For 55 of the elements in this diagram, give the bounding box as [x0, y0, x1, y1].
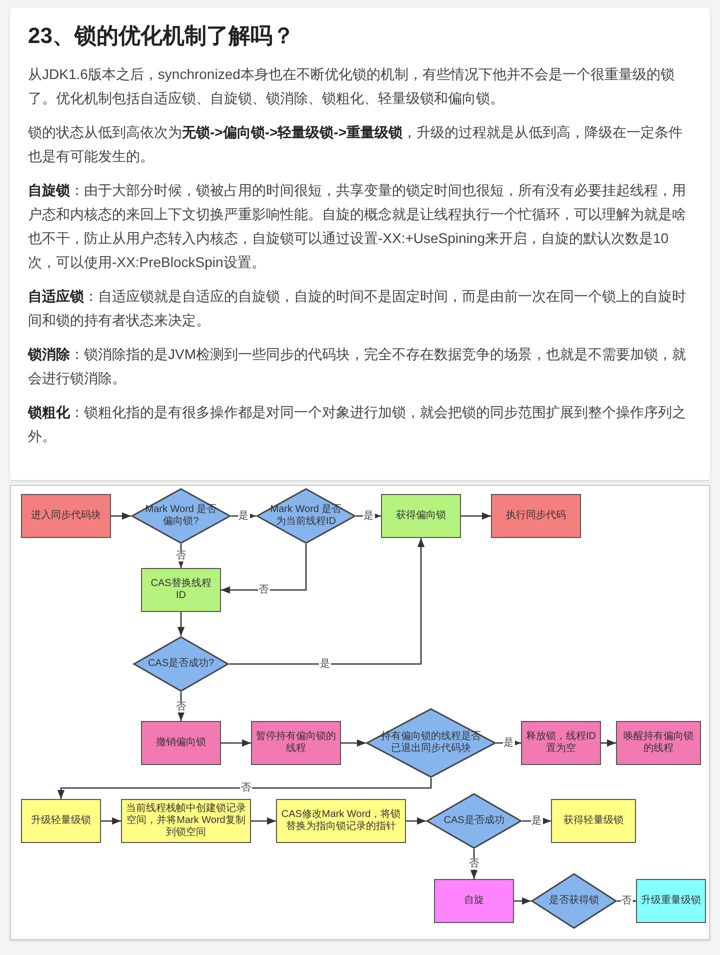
paragraph: 锁的状态从低到高依次为无锁->偏向锁->轻量级锁->重量级锁，升级的过程就是从低到高，降级在一定条件也是有可能发生的。 — [28, 123, 684, 166]
decision-diamond: CAS是否成功? — [133, 636, 229, 692]
edge-label: 否 — [258, 584, 270, 596]
paragraph: 锁粗化：锁粗化指的是有很多操作都是对同一个对象进行加锁，就会把锁的同步范围扩展到整个操作序列之外。 — [28, 403, 687, 446]
arrow — [231, 512, 256, 520]
decision-diamond: 是否获得锁 — [531, 873, 617, 929]
process-box: 获得轻量级锁 — [551, 799, 636, 843]
edge-label: 否 — [175, 550, 187, 562]
paragraph: 自适应锁：自适应锁就是自适应的自旋锁，自旋的时间不是固定时间，而是由前一次在同一个锁上的自旋时间和锁的持有者状态来决定。 — [28, 287, 687, 330]
process-box: CAS修改Mark Word，将锁替换为指向锁记录的指针 — [276, 799, 406, 843]
edge-label: 是 — [238, 510, 250, 522]
edge-label: 否 — [240, 782, 252, 794]
arrow — [496, 739, 521, 747]
decision-diamond: CAS是否成功 — [426, 793, 522, 849]
paragraph: 锁消除：锁消除指的是JVM检测到一些同步的代码块，完全不存在数据竞争的场景，也就是不需要加锁，就会进行锁消除。 — [28, 345, 687, 388]
process-box: 升级重量级锁 — [636, 879, 706, 923]
arrow — [514, 897, 531, 905]
edge-label: 是 — [319, 658, 331, 670]
process-box: CAS替换线程ID — [141, 568, 221, 612]
arrow — [221, 544, 307, 594]
arrow — [356, 512, 381, 520]
paragraph: 从JDK1.6版本之后，synchronized本身也在不断优化锁的机制，有些情况下他并不会是一个很重量级的锁了。优化机制包括自适应锁、自旋锁、锁消除、锁粗化、轻量级锁和偏向锁。 — [28, 65, 676, 108]
process-box: 唤醒持有偏向锁的线程 — [616, 721, 701, 765]
process-box: 执行同步代码 — [491, 494, 581, 538]
process-box: 暂停持有偏向锁的线程 — [251, 721, 341, 765]
arrow — [251, 817, 276, 825]
edge-label: 是 — [362, 510, 374, 522]
arrow — [229, 538, 425, 665]
decision-diamond: Mark Word 是否为当前线程ID — [256, 488, 356, 544]
decision-diamond: Mark Word 是否偏向锁? — [131, 488, 231, 544]
process-box: 自旋 — [434, 879, 514, 923]
edge-label: 是 — [530, 816, 542, 826]
arrow — [522, 817, 551, 825]
process-box: 释放锁，线程ID置为空 — [521, 721, 601, 765]
arrow — [57, 778, 432, 799]
edge-label: 否 — [620, 896, 632, 906]
process-box: 撤销偏向锁 — [141, 721, 221, 765]
decision-diamond: 持有偏向锁的线程是否已退出同步代码块 — [366, 708, 496, 778]
arrow — [101, 817, 121, 825]
edge-label: 是 — [502, 738, 514, 748]
process-box: 当前线程栈帧中创建锁记录空间，并将Mark Word复制到锁空间 — [121, 799, 251, 843]
edge-label: 否 — [468, 858, 480, 870]
arrow — [601, 739, 616, 747]
arrow — [177, 612, 185, 636]
edge-label: 否 — [175, 701, 187, 712]
process-box: 升级轻量级锁 — [21, 799, 101, 843]
arrow — [341, 739, 366, 747]
arrow — [221, 739, 251, 747]
process-box: 进入同步代码块 — [21, 494, 111, 538]
process-box: 获得偏向锁 — [381, 494, 461, 538]
paragraph: 自旋锁：由于大部分时候，锁被占用的时间很短，共享变量的锁定时间也很短，所有没有必要挂起线程，用户态和内核态的来回上下文切换严重影响性能。自旋的概念就是让线程执行一个忙循环，可以理解为就是啥也不干，防止从用户态转入内核态，自旋锁可以通过设置-XX:+UseSpining来开启，自旋的默认次数是10次，可以使用-XX:PreBlockSpin设置。 — [28, 181, 687, 272]
title: 23、锁的优化机制了解吗？ — [28, 22, 296, 50]
arrow — [406, 817, 426, 825]
arrow — [111, 512, 131, 520]
arrow — [461, 512, 491, 520]
